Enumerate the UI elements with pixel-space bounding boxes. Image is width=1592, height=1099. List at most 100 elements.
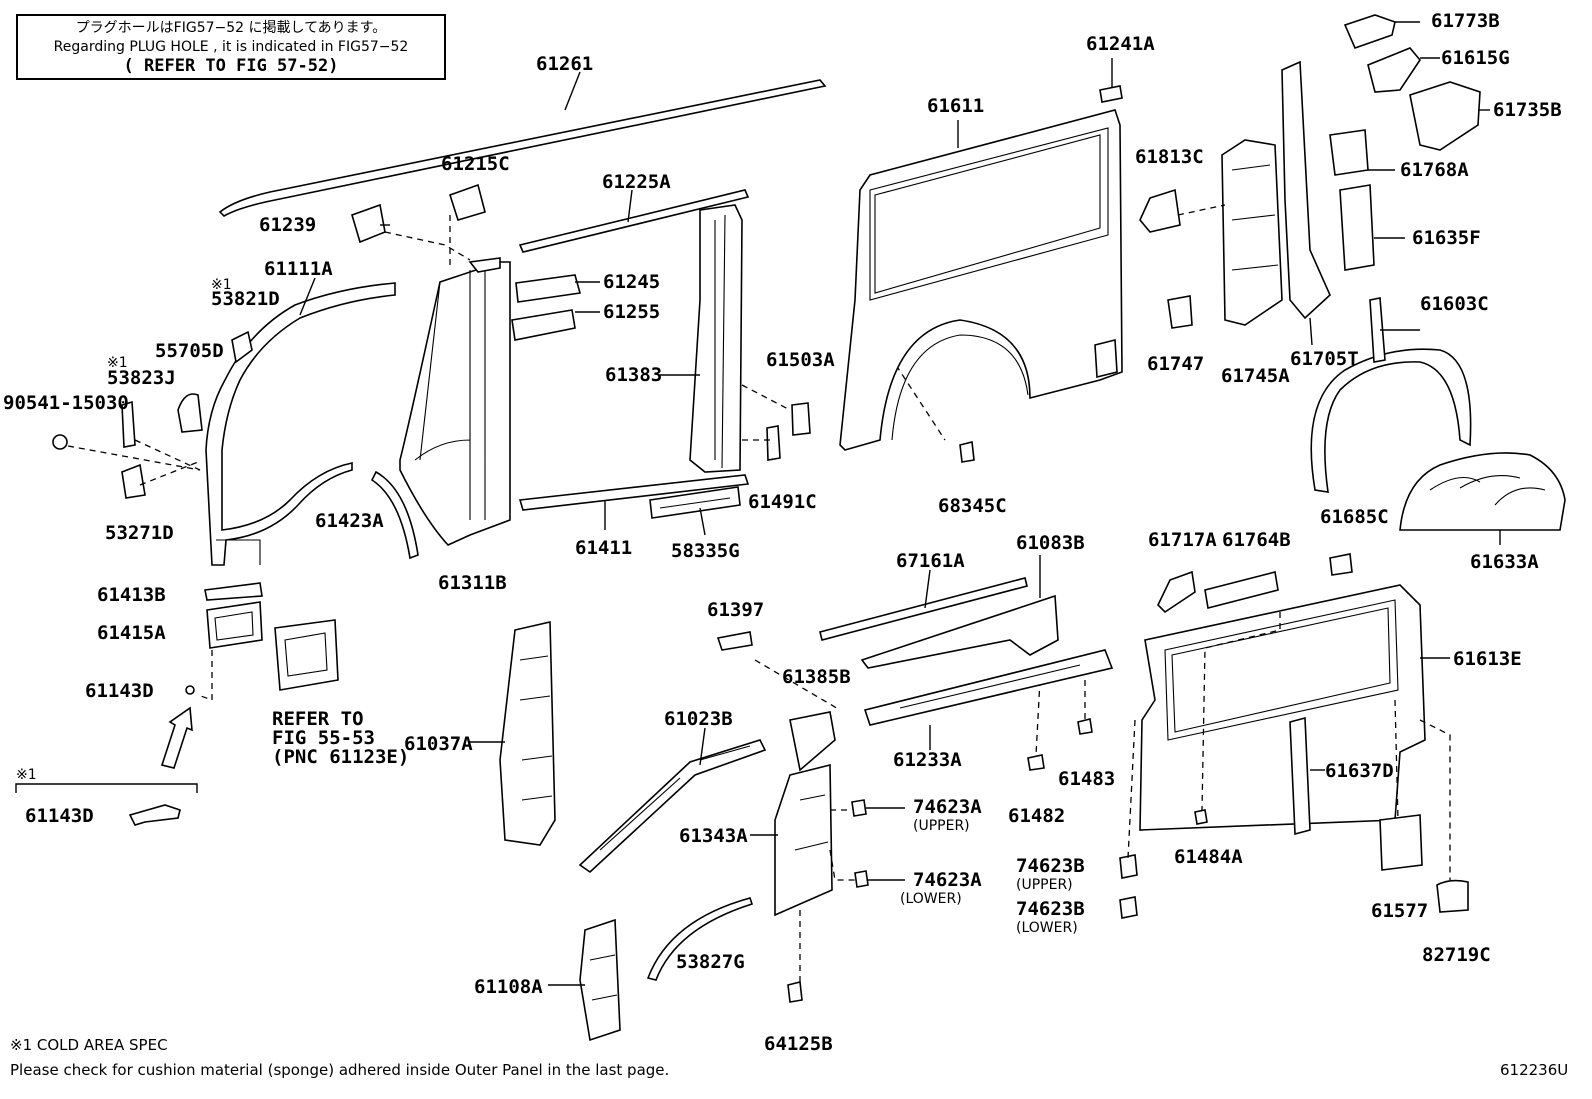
refer-line-3: (PNC 61123E): [272, 746, 409, 768]
part-61143d-cold: [128, 804, 181, 826]
label-74623a-upper: 74623A: [913, 796, 982, 818]
label-53827g: 53827G: [676, 951, 745, 973]
part-61764b: [1204, 571, 1279, 609]
part-61635f: [1339, 184, 1375, 271]
label-74623b-upper: 74623B: [1016, 855, 1085, 877]
part-61685c: [1329, 553, 1353, 576]
label-61037a: 61037A: [404, 733, 473, 755]
part-61813c: [1139, 188, 1181, 233]
sublabel-lower-b: (LOWER): [1016, 920, 1078, 936]
cold-mark-2: ※1: [107, 355, 128, 371]
label-61482: 61482: [1008, 805, 1065, 827]
label-61717a: 61717A: [1148, 529, 1217, 551]
part-61717a: [1157, 570, 1196, 614]
small-brackets: [351, 183, 975, 560]
label-74623a-lower: 74623A: [913, 869, 982, 891]
sublabel-lower-a: (LOWER): [900, 891, 962, 907]
label-61637d: 61637D: [1325, 760, 1394, 782]
rocker-panel: [518, 474, 750, 530]
label-61735b: 61735B: [1493, 99, 1562, 121]
label-61613e: 61613E: [1453, 648, 1522, 670]
refer-line-1: REFER TO: [272, 708, 364, 730]
label-61233a: 61233A: [893, 749, 962, 771]
label-61261: 61261: [536, 53, 593, 75]
label-58335g: 58335G: [671, 540, 740, 562]
rear-pillar-lower: [750, 659, 905, 1003]
bracket-61503a: [791, 402, 811, 436]
sublabel-upper-a: (UPPER): [913, 818, 970, 834]
quarter-inner-front: [548, 918, 621, 1042]
label-61413b: 61413B: [97, 584, 166, 606]
left-small-parts: [52, 330, 253, 499]
label-61773b: 61773B: [1431, 10, 1500, 32]
part-61397: [716, 631, 753, 651]
bracket-61491c: [766, 425, 781, 461]
label-61343a: 61343A: [679, 825, 748, 847]
right-lower-parts: [1027, 553, 1469, 919]
part-61615g: [1367, 47, 1421, 93]
label-55705d: 55705D: [155, 340, 224, 362]
clip-74623a-upper: [851, 799, 867, 817]
roof-side-reinforcement: [578, 727, 767, 874]
center-pillar-inner: [470, 621, 556, 846]
label-53823j: 53823J: [107, 367, 176, 389]
figure-code: 612236U: [1500, 1061, 1568, 1079]
bracket-61385b: [789, 711, 836, 772]
bracket-61245: [515, 274, 582, 303]
part-61745a: [1221, 139, 1283, 326]
label-82719c: 82719C: [1422, 944, 1491, 966]
label-53821d: 53821D: [211, 288, 280, 310]
header-line-3: ( REFER TO FIG 57-52): [124, 56, 339, 76]
rail-61083b: [860, 594, 1059, 669]
label-61239: 61239: [259, 214, 316, 236]
label-61615g: 61615G: [1441, 47, 1510, 69]
header-line-2: Regarding PLUG HOLE , it is indicated in…: [54, 39, 409, 55]
bracket-61215c: [449, 183, 486, 221]
label-61143d-cold: 61143D: [25, 805, 94, 827]
part-53821d: [231, 330, 253, 364]
rear-wheel-house-inner: [1399, 452, 1566, 545]
part-61747: [1167, 295, 1193, 329]
label-61503a: 61503A: [766, 349, 835, 371]
header-note-box: プラグホールはFIG57−52 に掲載してあります。 Regarding PLU…: [16, 14, 446, 80]
part-61705t: [1281, 60, 1331, 320]
cold-mark-3: ※1: [16, 767, 37, 783]
label-61764b: 61764B: [1222, 529, 1291, 551]
bolt-90541: [52, 434, 68, 450]
part-55705d: [177, 393, 203, 433]
clip-74623b-upper: [1119, 854, 1138, 879]
quarter-outer-panel: [839, 109, 1123, 451]
rear-wheel-house-outer: [1310, 297, 1472, 493]
label-61577: 61577: [1371, 900, 1428, 922]
label-61603c: 61603C: [1420, 293, 1489, 315]
part-61637d: [1289, 716, 1311, 836]
label-61225a: 61225A: [602, 171, 671, 193]
label-64125b: 64125B: [764, 1033, 833, 1055]
part-61413b: [204, 582, 263, 601]
label-61768a: 61768A: [1400, 159, 1469, 181]
pillar-61343a: [774, 763, 833, 917]
label-68345c: 68345C: [938, 495, 1007, 517]
label-61311b: 61311B: [438, 572, 507, 594]
clip-74623b-lower: [1119, 896, 1138, 919]
part-53823j: [121, 400, 136, 448]
rear-pillar-assembly: [1139, 14, 1490, 346]
screw-61143d: [185, 685, 195, 695]
part-number-labels: 61261 61241A 61773B 61615G 61735B 61768A…: [3, 10, 1568, 1079]
label-61143d: 61143D: [85, 680, 154, 702]
label-67161a: 67161A: [896, 550, 965, 572]
part-61577: [1379, 814, 1423, 871]
label-61111a: 61111A: [264, 258, 333, 280]
label-61685c: 61685C: [1320, 506, 1389, 528]
fuel-housing: [274, 619, 339, 691]
clip-74623a-lower: [854, 870, 869, 888]
roof-side-rail: [518, 189, 750, 253]
part-61735b: [1409, 81, 1481, 151]
label-61383: 61383: [605, 364, 662, 386]
clip-61483: [1077, 718, 1093, 735]
part-61241a: [1099, 85, 1123, 103]
bracket-61239: [351, 203, 386, 244]
cushion-material-notice: Please check for cushion material (spong…: [10, 1061, 669, 1079]
label-61415a: 61415A: [97, 622, 166, 644]
sublabel-upper-b: (UPPER): [1016, 877, 1073, 893]
